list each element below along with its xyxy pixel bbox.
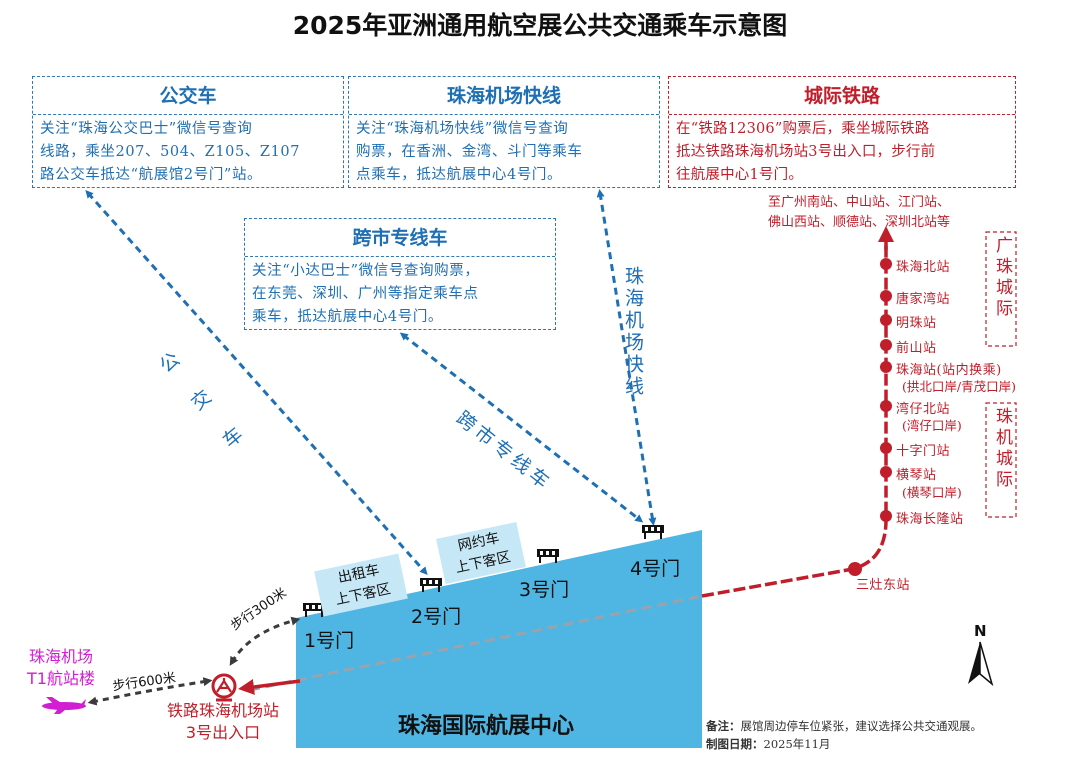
airport-station-label: 铁路珠海机场站 3号出入口 [150,700,296,744]
airport-express-box-text: 关注“珠海机场快线”微信号查询 购票，在香洲、金湾、斗门等乘车 点乘车，抵达航展… [349,115,659,187]
express-line-3: 点乘车，抵达航展中心4号门。 [356,167,563,183]
intercity-rail-info-box: 城际铁路 在“铁路12306”购票后，乘坐城际铁路 抵达铁路珠海机场站3号出入口… [668,76,1016,188]
north-arrow-icon [968,641,994,687]
guangzhu-line-name: 广珠城际 [992,236,1012,320]
page-title: 2025年亚洲通用航空展公共交通乘车示意图 [292,11,788,40]
note-text: 展馆周边停车位紧张，建议选择公共交通观展。 [740,719,983,733]
rail-destination-line-1: 至广州南站、中山站、江门站、 [768,195,951,210]
airplane-icon [42,697,86,714]
station-wanzai-north: 湾仔北站 [896,402,951,417]
rail-line [701,240,888,598]
bus-line-1: 关注“珠海公交巴士”微信号查询 [40,121,253,137]
rail-destination: 至广州南站、中山站、江门站、 佛山西站、顺德站、深圳北站等 [768,193,950,233]
terminal-label: 珠海机场 T1航站楼 [18,646,104,690]
note-label: 备注： [706,719,741,733]
gate-2-label: 2号门 [411,606,462,628]
north-label: N [974,622,987,640]
venue-area [296,530,702,748]
zhuji-line-box [985,402,1017,518]
walk-300-arrow [229,616,301,666]
station-zhuhai-port: (拱北口岸/青茂口岸) [902,379,1016,394]
station-zhuhai-north: 珠海北站 [896,260,951,275]
date-text: 2025年11月 [763,737,831,751]
station-tangjiawan: 唐家湾站 [896,292,951,307]
terminal-line-2: T1航站楼 [27,669,95,688]
airport-express-info-box: 珠海机场快线 关注“珠海机场快线”微信号查询 购票，在香洲、金湾、斗门等乘车 点… [348,76,660,188]
station-zhuhai: 珠海站(站内换乘) [896,363,1002,378]
rail-line-3: 往航展中心1号门。 [676,167,804,183]
rail-destination-line-2: 佛山西站、顺德站、深圳北站等 [768,215,951,230]
airport-station-name: 铁路珠海机场站 [166,701,279,720]
gate-1-label: 1号门 [304,630,355,652]
footer-note: 备注：展馆周边停车位紧张，建议选择公共交通观展。 [706,718,982,734]
gate-icons [303,525,664,617]
airport-express-box-title: 珠海机场快线 [349,77,659,115]
station-hengqin: 横琴站 [896,468,937,483]
rail-to-airport-arrow [238,679,301,695]
airport-station-exit: 3号出入口 [185,723,261,742]
venue-name: 珠海国际航展中心 [398,714,575,739]
rail-line-1: 在“铁路12306”购票后，乘坐城际铁路 [676,121,930,137]
bus-route-arrow [85,190,428,575]
bus-box-title: 公交车 [33,77,343,115]
guangzhu-line-box [985,231,1017,347]
station-hengqin-port: (横琴口岸) [902,485,962,500]
intercity-rail-box-text: 在“铁路12306”购票后，乘坐城际铁路 抵达铁路珠海机场站3号出入口，步行前 … [669,115,1015,187]
station-shizimen: 十字门站 [896,444,951,459]
station-mingzhu: 明珠站 [896,316,937,331]
date-label: 制图日期： [706,737,764,751]
gate-3-label: 3号门 [519,579,570,601]
walk-600-arrow [87,677,213,706]
footer-date: 制图日期：2025年11月 [706,736,830,752]
rail-station-icon [211,673,237,702]
express-line-2: 购票，在香洲、金湾、斗门等乘车 [356,144,583,160]
bus-info-box: 公交车 关注“珠海公交巴士”微信号查询 线路，乘坐207、504、Z105、Z1… [32,76,344,188]
station-qianshan: 前山站 [896,341,937,356]
intercity-rail-box-title: 城际铁路 [669,77,1015,115]
zhuji-line-name: 珠机城际 [992,407,1012,491]
rail-line-2: 抵达铁路珠海机场站3号出入口，步行前 [676,144,936,160]
cross-city-route-arrow [399,332,644,523]
gate-4-label: 4号门 [630,558,681,580]
station-changlong: 珠海长隆站 [896,512,964,527]
express-route-label: 珠海机场快线 [622,266,644,398]
bus-box-text: 关注“珠海公交巴士”微信号查询 线路，乘坐207、504、Z105、Z107 路… [33,115,343,187]
station-sanzao-east: 三灶东站 [856,578,911,593]
express-line-1: 关注“珠海机场快线”微信号查询 [356,121,569,137]
express-route-arrow [596,189,657,526]
bus-line-2: 线路，乘坐207、504、Z105、Z107 [40,144,301,160]
bus-line-3: 路公交车抵达“航展馆2号门”站。 [40,167,263,183]
terminal-line-1: 珠海机场 [28,647,93,666]
station-wanzai-port: (湾仔口岸) [902,418,962,433]
